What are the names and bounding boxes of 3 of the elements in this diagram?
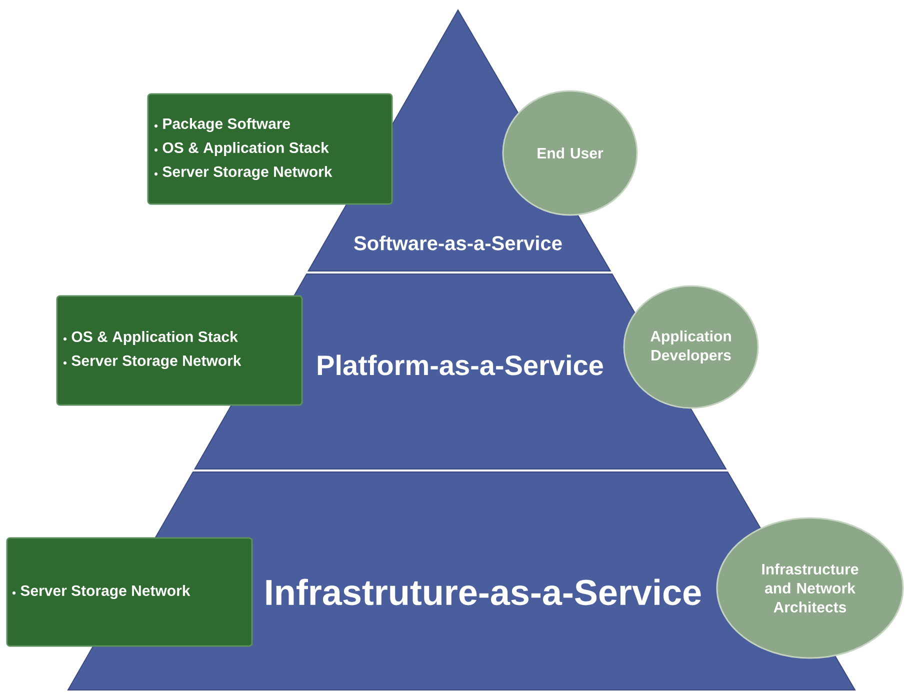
bullet-list-box: Package Software OS & Application Stack Server Storage Network (147, 93, 393, 205)
bullet-list-box: OS & Application Stack Server Storage Network (56, 295, 303, 406)
bullet-list-box: Server Storage Network (6, 537, 253, 647)
